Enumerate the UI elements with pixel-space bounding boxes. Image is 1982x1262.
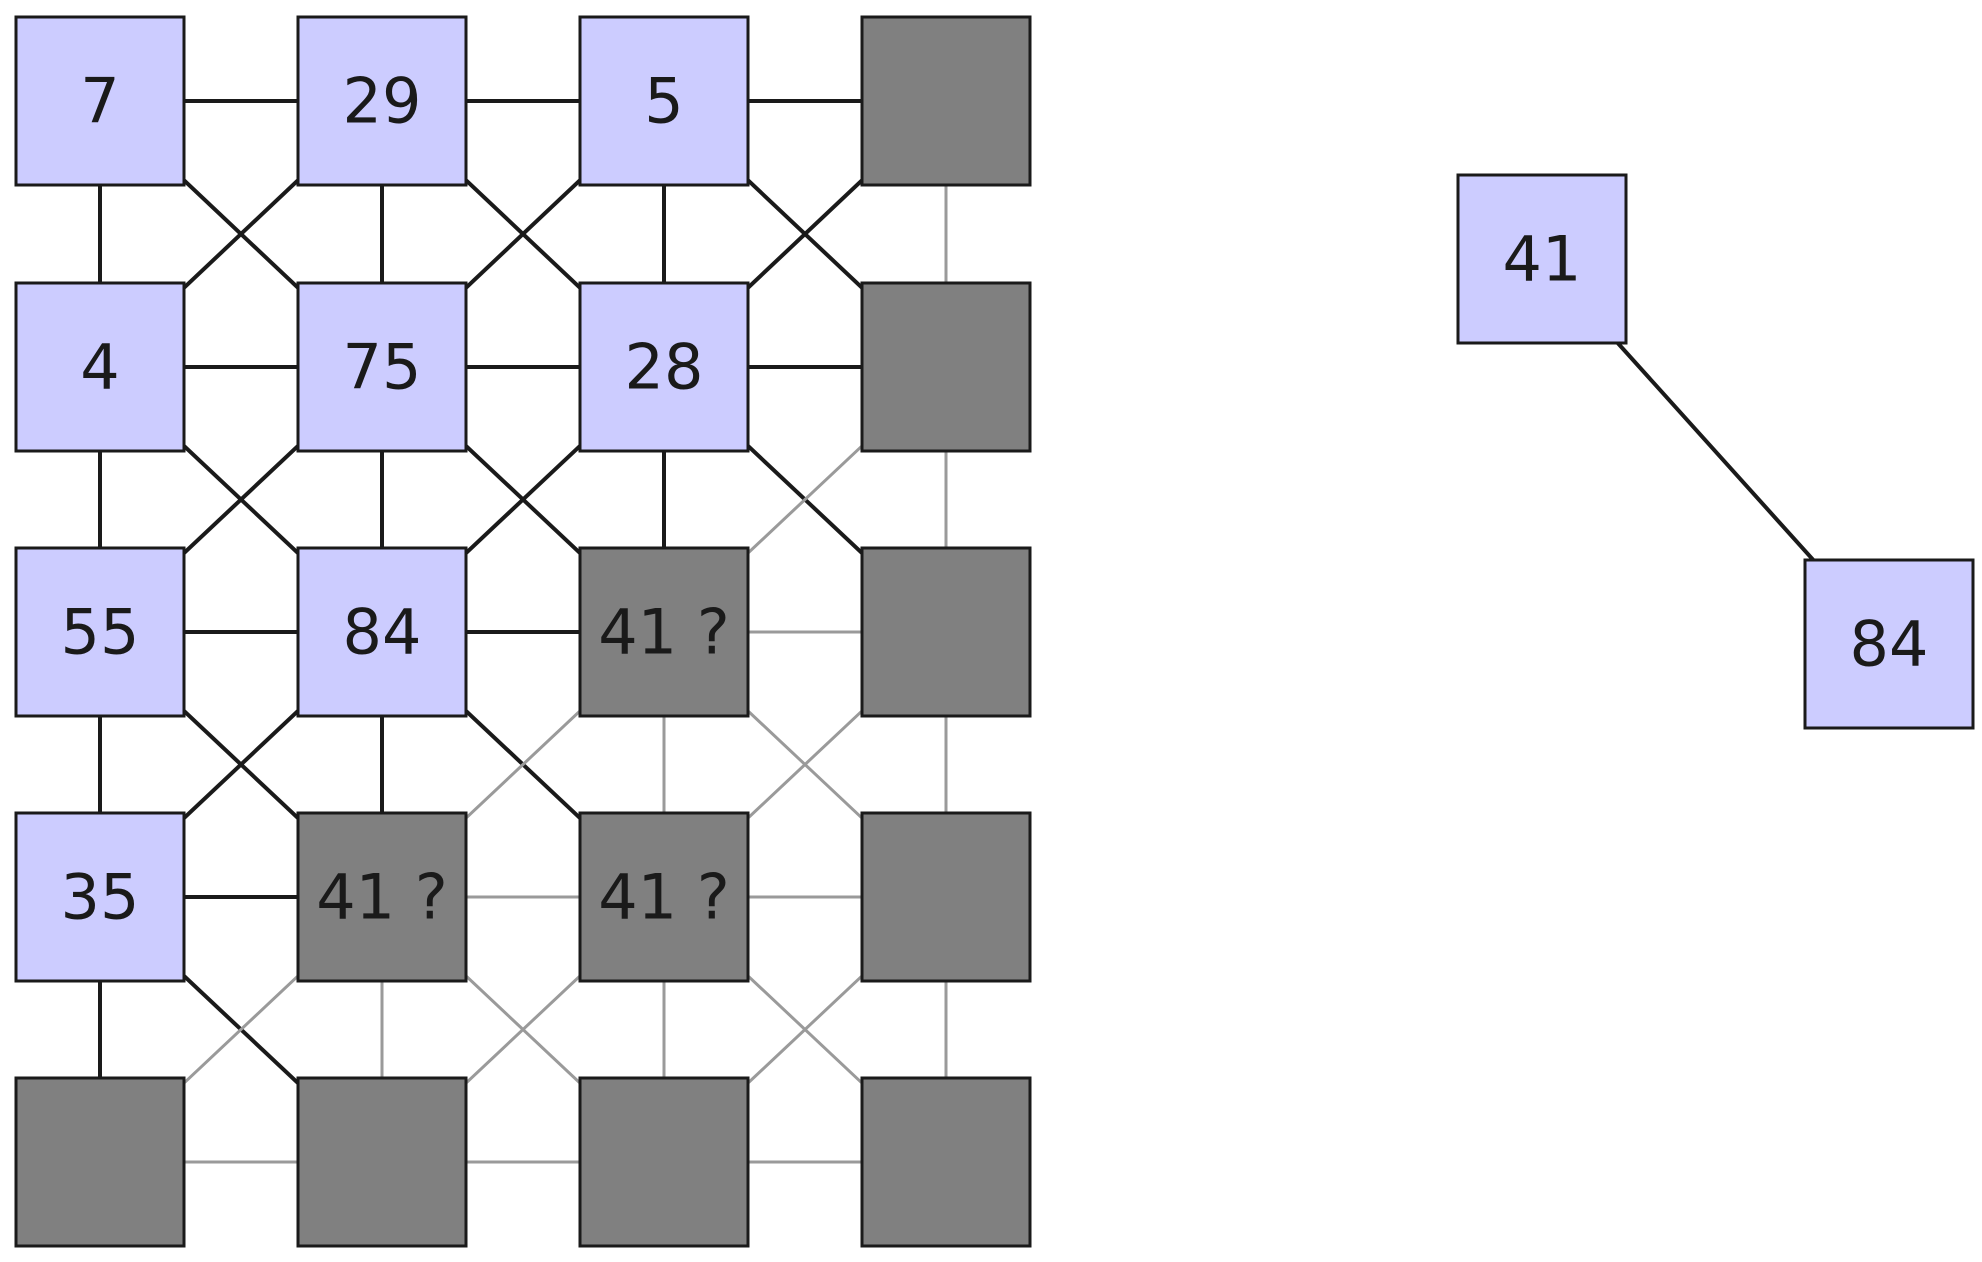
- grid-cell-known: 28: [578, 281, 750, 453]
- grid-cell-unknown: [860, 546, 1032, 718]
- cell-box: [578, 281, 750, 453]
- side-node-box: [1803, 558, 1975, 730]
- cell-label: 7: [80, 65, 119, 138]
- cell-label: 5: [644, 65, 683, 138]
- grid-cell-unknown: 41 ?: [578, 546, 750, 718]
- side-node: 41: [1456, 173, 1628, 345]
- cell-label: 41 ?: [598, 861, 730, 934]
- cell-box: [296, 546, 468, 718]
- cell-box: [14, 1076, 186, 1248]
- side-graph-nodes: 41 84: [1456, 173, 1975, 730]
- cell-box: [578, 811, 750, 983]
- grid-cell-known: 29: [296, 15, 468, 187]
- cell-label: 4: [80, 331, 119, 404]
- cell-label: 55: [61, 596, 140, 669]
- cell-box: [14, 811, 186, 983]
- grid-cell-unknown: [860, 15, 1032, 187]
- cell-label: 75: [343, 331, 422, 404]
- cell-box: [578, 15, 750, 187]
- cell-box: [296, 15, 468, 187]
- grid-cell-known: 4: [14, 281, 186, 453]
- cell-box: [296, 811, 468, 983]
- cell-box: [14, 281, 186, 453]
- cell-box: [14, 15, 186, 187]
- cell-box: [860, 15, 1032, 187]
- cell-label: 28: [625, 331, 704, 404]
- grid-cell-known: 55: [14, 546, 186, 718]
- grid-edges: [98, 99, 948, 1164]
- side-node: 84: [1803, 558, 1975, 730]
- grid-cell-known: 7: [14, 15, 186, 187]
- grid-nodes: 7 29 5 4 75 28 55 84 41 ? 35 41 ? 41 ?: [14, 15, 1032, 1248]
- cell-label: 41 ?: [598, 596, 730, 669]
- cell-label: 84: [343, 596, 422, 669]
- side-node-label: 41: [1503, 223, 1582, 296]
- grid-cell-known: 35: [14, 811, 186, 983]
- grid-cell-unknown: [860, 281, 1032, 453]
- grid-cell-unknown: [14, 1076, 186, 1248]
- cell-box: [578, 1076, 750, 1248]
- cell-box: [296, 281, 468, 453]
- cell-box: [14, 546, 186, 718]
- side-node-label: 84: [1850, 608, 1929, 681]
- grid-cell-known: 5: [578, 15, 750, 187]
- grid-cell-unknown: [860, 1076, 1032, 1248]
- cell-label: 35: [61, 861, 140, 934]
- grid-cell-unknown: [578, 1076, 750, 1248]
- cell-box: [296, 1076, 468, 1248]
- grid-cell-known: 84: [296, 546, 468, 718]
- grid-cell-unknown: [860, 811, 1032, 983]
- cell-box: [860, 811, 1032, 983]
- cell-label: 41 ?: [316, 861, 448, 934]
- grid-cell-unknown: 41 ?: [578, 811, 750, 983]
- grid-cell-unknown: [296, 1076, 468, 1248]
- cell-box: [860, 281, 1032, 453]
- cell-box: [578, 546, 750, 718]
- cell-box: [860, 1076, 1032, 1248]
- grid-cell-known: 75: [296, 281, 468, 453]
- cell-box: [860, 546, 1032, 718]
- cell-label: 29: [343, 65, 422, 138]
- grid-cell-unknown: 41 ?: [296, 811, 468, 983]
- side-node-box: [1456, 173, 1628, 345]
